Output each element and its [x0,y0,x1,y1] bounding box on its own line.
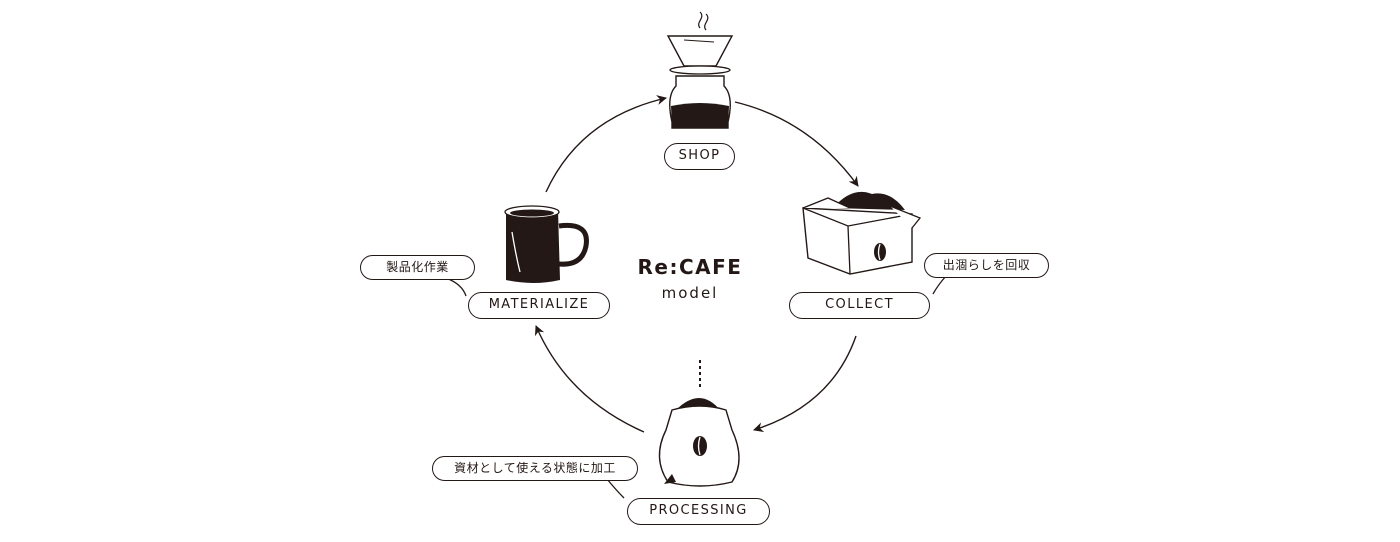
arrow-processing-to-materialize [534,325,645,433]
diagram-title: Re:CAFE [637,255,743,279]
note-bubble-processing: 資材として使える状態に加工 [432,456,638,481]
arrow-materialize-to-shop [545,95,667,193]
pour-over-coffee-icon [666,11,734,129]
stage-label-shop: SHOP [664,143,735,170]
coffee-sack-icon [658,360,740,487]
mug-icon [504,205,589,283]
bubble-tail-processing [606,478,625,499]
arrow-shop-to-collect [734,101,859,187]
diagram-subtitle: model [661,284,719,302]
bubble-tail-collect [932,275,947,295]
stage-label-materialize: MATERIALIZE [468,292,610,319]
stage-label-processing: PROCESSING [627,498,770,525]
stage-label-collect: COLLECT [789,292,930,319]
coffee-grounds-box-icon [802,191,922,275]
bubble-tail-materialize [445,277,467,297]
note-bubble-materialize: 製品化作業 [360,255,475,280]
arrow-collect-to-processing [753,335,857,433]
note-bubble-collect: 出涸らしを回収 [924,253,1049,278]
